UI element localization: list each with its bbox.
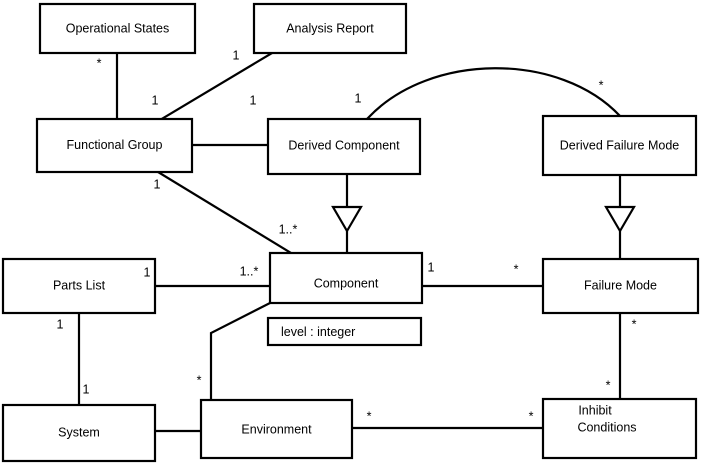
class-label-environment: Environment [241, 422, 312, 436]
multiplicity-parts-list-to-component: 1 [144, 265, 151, 279]
class-box-derived-failure-mode[interactable] [541, 114, 698, 177]
class-box-component-attributes[interactable] [266, 316, 423, 347]
multiplicity-component-to-failure-mode: 1 [428, 260, 435, 274]
class-box-functional-group[interactable] [35, 117, 194, 174]
multiplicity-functional-group-to-component: 1 [154, 177, 161, 191]
class-box-component[interactable] [268, 251, 424, 305]
multiplicity-functional-group-to-operational-states: 1 [152, 93, 159, 107]
multiplicity-functional-group-to-derived-component: 1 [250, 93, 257, 107]
generalization-arrow-derived-failure-mode-failure-mode [604, 205, 636, 234]
multiplicity-derived-component-to-derived-failure-mode: 1 [355, 91, 362, 105]
class-label-system: System [58, 425, 100, 439]
class-label-analysis-report: Analysis Report [286, 21, 374, 35]
class-label-inhibit-conditions-line1: Inhibit [578, 403, 612, 417]
class-label-functional-group: Functional Group [67, 138, 163, 152]
multiplicity-system-to-parts-list: 1 [83, 382, 90, 396]
class-box-analysis-report[interactable] [252, 2, 408, 55]
multiplicity-inhibit-conditions-to-environment: * [529, 409, 534, 423]
assoc-derived-component-derived-failure-mode [366, 67, 622, 120]
multiplicity-environment-to-component: * [197, 373, 202, 387]
class-attribute-component-level: level : integer [281, 325, 355, 339]
class-box-operational-states[interactable] [38, 2, 197, 55]
multiplicity-derived-failure-mode-to-derived-component: * [599, 78, 604, 92]
assoc-environment-component [209, 301, 272, 402]
class-label-operational-states: Operational States [66, 21, 170, 35]
multiplicity-environment-to-inhibit-conditions: * [367, 409, 372, 423]
class-label-component: Component [314, 276, 379, 290]
class-box-system[interactable] [1, 403, 157, 463]
class-box-inhibit-conditions[interactable] [541, 397, 698, 460]
class-label-inhibit-conditions-line2: Conditions [577, 420, 636, 434]
class-label-derived-failure-mode: Derived Failure Mode [560, 138, 680, 152]
assoc-analysis-report-functional-group [158, 51, 274, 122]
class-box-derived-component[interactable] [266, 117, 422, 176]
multiplicity-parts-list-to-system: 1 [57, 317, 64, 331]
generalization-arrow-derived-component-component [331, 205, 363, 234]
multiplicity-analysis-report-to-functional-group: 1 [233, 48, 240, 62]
assoc-functional-group-component [156, 170, 293, 255]
multiplicity-inhibit-conditions-to-failure-mode: * [606, 378, 611, 392]
class-label-parts-list: Parts List [53, 278, 106, 292]
multiplicity-component-to-functional-group: 1..* [279, 222, 298, 236]
multiplicity-operational-states-to-functional-group: * [97, 56, 102, 70]
multiplicity-failure-mode-to-inhibit-conditions: * [632, 317, 637, 331]
class-label-derived-component: Derived Component [288, 138, 400, 152]
class-box-environment[interactable] [199, 398, 354, 460]
multiplicity-component-to-parts-list: 1..* [240, 264, 259, 278]
multiplicity-failure-mode-to-component: * [514, 262, 519, 276]
class-label-failure-mode: Failure Mode [584, 278, 657, 292]
class-box-failure-mode[interactable] [541, 257, 700, 315]
class-box-parts-list[interactable] [1, 257, 157, 315]
